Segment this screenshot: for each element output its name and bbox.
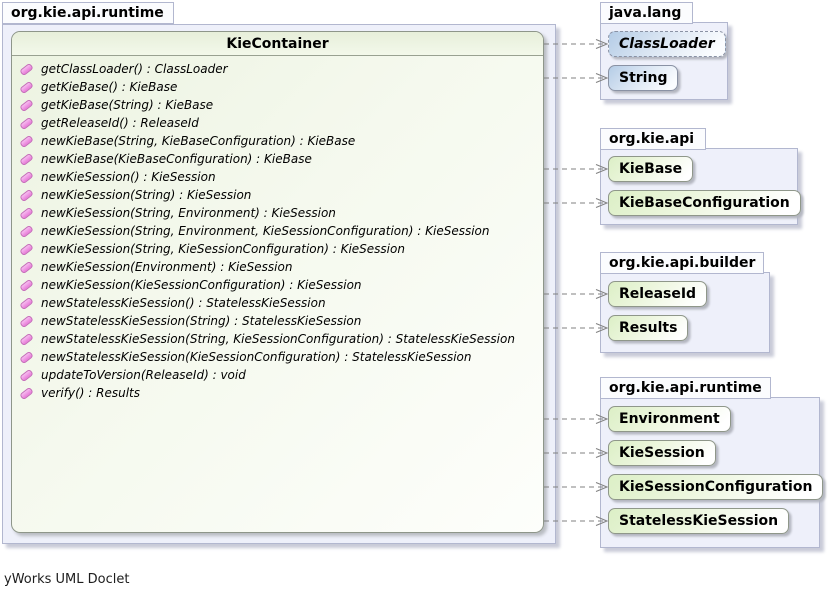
method-signature: newStatelessKieSession() : StatelessKieS… xyxy=(41,296,326,310)
method-signature: newKieSession(String, KieSessionConfigur… xyxy=(41,242,405,256)
doclet-footer-label: yWorks UML Doclet xyxy=(4,572,130,587)
method-row[interactable]: newStatelessKieSession() : StatelessKieS… xyxy=(18,294,543,312)
method-signature: updateToVersion(ReleaseId) : void xyxy=(41,368,246,382)
method-row[interactable]: newStatelessKieSession(String, KieSessio… xyxy=(18,330,543,348)
type-chip-string[interactable]: String xyxy=(608,65,679,91)
method-icon xyxy=(19,98,34,112)
package-tab-org-kie-api: org.kie.api xyxy=(600,128,706,150)
type-chip-statelesskiesession[interactable]: StatelessKieSession xyxy=(608,508,790,534)
method-signature: getKieBase(String) : KieBase xyxy=(41,98,214,112)
method-row[interactable]: newKieSession(Environment) : KieSession xyxy=(18,258,543,276)
method-signature: newKieSession(KieSessionConfiguration) :… xyxy=(41,278,362,292)
package-tab-java-lang: java.lang xyxy=(600,2,693,24)
method-list: getClassLoader() : ClassLoader getKieBase… xyxy=(12,56,543,402)
method-icon xyxy=(19,332,34,346)
method-icon xyxy=(19,224,34,238)
method-icon xyxy=(19,368,34,382)
type-chip-results[interactable]: Results xyxy=(608,315,689,341)
method-icon xyxy=(19,206,34,220)
method-row[interactable]: newKieSession(KieSessionConfiguration) :… xyxy=(18,276,543,294)
type-chip-kiebase[interactable]: KieBase xyxy=(608,156,694,182)
method-signature: newStatelessKieSession(String, KieSessio… xyxy=(41,332,515,346)
method-row[interactable]: newKieBase(KieBaseConfiguration) : KieBa… xyxy=(18,150,543,168)
method-row[interactable]: newStatelessKieSession(String) : Statele… xyxy=(18,312,543,330)
type-chip-releaseid[interactable]: ReleaseId xyxy=(608,281,708,307)
method-signature: verify() : Results xyxy=(41,386,140,400)
method-row[interactable]: newStatelessKieSession(KieSessionConfigu… xyxy=(18,348,543,366)
method-signature: newKieSession(Environment) : KieSession xyxy=(41,260,293,274)
method-signature: newKieSession(String, Environment, KieSe… xyxy=(41,224,490,238)
method-row[interactable]: getClassLoader() : ClassLoader xyxy=(18,60,543,78)
method-row[interactable]: getReleaseId() : ReleaseId xyxy=(18,114,543,132)
type-chip-kiesession[interactable]: KieSession xyxy=(608,440,716,466)
method-icon xyxy=(19,170,34,184)
package-tab-org-kie-api-builder: org.kie.api.builder xyxy=(600,252,765,274)
method-signature: getReleaseId() : ReleaseId xyxy=(41,116,199,130)
method-icon xyxy=(19,242,34,256)
type-chip-classloader[interactable]: ClassLoader xyxy=(608,31,726,57)
method-icon xyxy=(19,386,34,400)
method-signature: newKieSession(String, Environment) : Kie… xyxy=(41,206,336,220)
package-body-main: KieContainer getClassLoader() : ClassLoa… xyxy=(2,24,556,544)
method-signature: getClassLoader() : ClassLoader xyxy=(41,62,228,76)
method-icon xyxy=(19,350,34,364)
method-row[interactable]: newKieSession(String) : KieSession xyxy=(18,186,543,204)
method-icon xyxy=(19,134,34,148)
method-icon xyxy=(19,296,34,310)
method-signature: newKieSession(String) : KieSession xyxy=(41,188,252,202)
method-row[interactable]: updateToVersion(ReleaseId) : void xyxy=(18,366,543,384)
package-tab-org-kie-api-runtime: org.kie.api.runtime xyxy=(600,377,771,399)
method-row[interactable]: newKieSession(String, Environment, KieSe… xyxy=(18,222,543,240)
method-row[interactable]: newKieSession(String, KieSessionConfigur… xyxy=(18,240,543,258)
package-tab-main: org.kie.api.runtime xyxy=(2,2,174,24)
class-title[interactable]: KieContainer xyxy=(12,32,543,56)
method-signature: newKieBase(KieBaseConfiguration) : KieBa… xyxy=(41,152,312,166)
method-icon xyxy=(19,80,34,94)
type-chip-kiesessionconfiguration[interactable]: KieSessionConfiguration xyxy=(608,474,824,500)
method-icon xyxy=(19,314,34,328)
method-signature: newKieSession() : KieSession xyxy=(41,170,216,184)
method-row[interactable]: newKieBase(String, KieBaseConfiguration)… xyxy=(18,132,543,150)
method-row[interactable]: newKieSession() : KieSession xyxy=(18,168,543,186)
method-signature: getKieBase() : KieBase xyxy=(41,80,178,94)
method-row[interactable]: getKieBase(String) : KieBase xyxy=(18,96,543,114)
method-signature: newStatelessKieSession(KieSessionConfigu… xyxy=(41,350,472,364)
method-icon xyxy=(19,260,34,274)
type-chip-environment[interactable]: Environment xyxy=(608,406,731,432)
method-icon xyxy=(19,278,34,292)
method-signature: newKieBase(String, KieBaseConfiguration)… xyxy=(41,134,356,148)
method-icon xyxy=(19,188,34,202)
type-chip-kiebaseconfiguration[interactable]: KieBaseConfiguration xyxy=(608,190,801,216)
method-row[interactable]: verify() : Results xyxy=(18,384,543,402)
class-box-kiecontainer: KieContainer getClassLoader() : ClassLoa… xyxy=(11,31,544,533)
method-icon xyxy=(19,116,34,130)
method-signature: newStatelessKieSession(String) : Statele… xyxy=(41,314,362,328)
method-icon xyxy=(19,152,34,166)
method-row[interactable]: newKieSession(String, Environment) : Kie… xyxy=(18,204,543,222)
method-row[interactable]: getKieBase() : KieBase xyxy=(18,78,543,96)
method-icon xyxy=(19,62,34,76)
